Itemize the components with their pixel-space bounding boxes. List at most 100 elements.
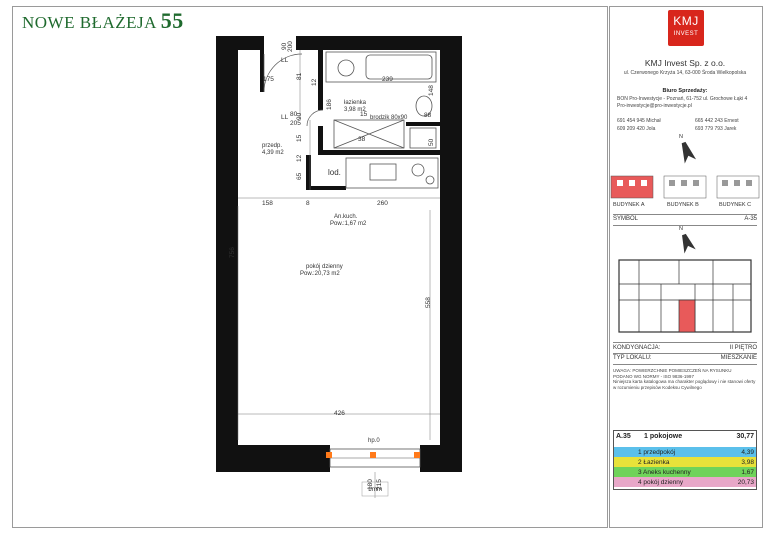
dim-65: 65 [296, 172, 303, 180]
dim-80: 80 [290, 111, 298, 118]
dim-8: 8 [306, 200, 310, 207]
contact-4: 693 779 793 Jarek [695, 126, 737, 132]
dim-158: 158 [262, 200, 273, 207]
note-line-3: Niniejsza karta katalogowa ma charakter … [613, 379, 756, 390]
building-a-label: BUDYNEK A [613, 202, 645, 208]
bath-name: łazienka [344, 100, 367, 106]
bath-fixtures [325, 51, 437, 149]
living-area: Pow.:20,73 m2 [300, 271, 340, 277]
window [326, 448, 421, 498]
ll-1: LL [281, 57, 289, 64]
dimension-lines [237, 50, 440, 440]
plan-frame [12, 6, 608, 528]
areas-unit: A.35 [616, 433, 631, 440]
sales-heading: Biuro Sprzedaży: [662, 88, 708, 94]
note-line-2: PODANO WG NORMY - ISO 9836-1997 [613, 373, 694, 379]
dim-38: 38 [358, 136, 366, 143]
north-arrow-icon-2 [682, 233, 696, 254]
dim-81: 81 [296, 72, 303, 80]
north-label-1: N [679, 134, 683, 140]
hall-area: 4,39 m2 [262, 150, 284, 156]
building-b-thumb [663, 175, 707, 199]
sill-label: hp.0 [368, 438, 380, 444]
walls [216, 36, 462, 472]
building-thumbnails [610, 175, 760, 199]
divider-2 [613, 225, 757, 226]
project-number: 55 [160, 8, 184, 33]
north-label-2: N [679, 226, 683, 232]
unit-type-value: MIESZKANIE [720, 355, 757, 361]
floor-plan: łazienka 3,98 m2 brodzik 80x90 przedp. 4… [216, 36, 462, 498]
tray-label: brodzik 80x90 [370, 115, 408, 121]
ll-2: LL [281, 114, 289, 121]
unit-type-row: TYP LOKALU: MIESZKANIE [613, 355, 757, 361]
logo-top: KMJ [673, 14, 699, 28]
dim-239: 239 [382, 76, 393, 83]
building-a-thumb [610, 175, 654, 199]
floor-row: KONDYGNACJA: II PIĘTRO [613, 345, 757, 351]
company-logo: KMJ INVEST [668, 10, 704, 46]
dim-50: 50 [428, 138, 435, 146]
doors [263, 53, 324, 127]
areas-type: 1 pokojowe [644, 433, 683, 440]
project-name: NOWE BŁAŻEJA [22, 13, 156, 32]
key-plan [618, 259, 752, 333]
hall-name: przedp. [262, 143, 283, 149]
dim-12b: 12 [296, 154, 303, 162]
logo-bottom: INVEST [673, 30, 699, 37]
floor-plan-drawing [216, 36, 462, 498]
divider-1 [613, 214, 757, 215]
unit-highlight [678, 299, 696, 333]
dim-558: 558 [425, 297, 432, 308]
divider-5 [613, 364, 757, 365]
kitchen-area: Pow.:1,67 m2 [330, 221, 367, 227]
dim-260: 260 [377, 200, 388, 207]
dim-12a: 12 [311, 78, 318, 86]
dim-148: 148 [428, 85, 435, 96]
dim-756: 756 [229, 247, 236, 258]
dim-175: 175 [263, 76, 274, 83]
dim-15a: 15 [360, 111, 368, 118]
building-c-label: BUDYNEK C [719, 202, 752, 208]
company-name: KMJ Invest Sp. z o.o. [644, 58, 726, 68]
floor-value: II PIĘTRO [729, 345, 757, 351]
dim-88: 88 [424, 112, 432, 119]
sales-line-2: Pro-inwestycje@pro-inwestycje.pl [617, 103, 692, 109]
dim-426: 426 [334, 410, 345, 417]
info-panel: KMJ INVEST KMJ Invest Sp. z o.o. ul. Cze… [609, 6, 761, 528]
dim-15b: 15 [296, 134, 303, 142]
symbol-row: SYMBOL A-35 [613, 216, 757, 222]
north-arrow-icon [681, 141, 697, 164]
project-title: NOWE BŁAŻEJA 55 [22, 8, 184, 34]
areas-header: A.35 1 pokojowe 30,77 [614, 433, 756, 440]
divider-3 [613, 342, 757, 343]
sales-line-1: BON Pro-Inwestycje - Poznań, 61-752 ul. … [617, 96, 748, 102]
unit-type-label: TYP LOKALU: [613, 355, 652, 361]
dim-top-b: 200 [287, 41, 294, 52]
building-c-thumb [716, 175, 760, 199]
bath-area: 3,98 m2 [344, 107, 366, 113]
symbol-value: A-35 [744, 216, 757, 222]
kitchen-counter [345, 157, 439, 189]
dim-186: 186 [326, 99, 333, 110]
note-block: UWAGA: POWIERZCHNIE POMIESZCZEŃ NA RYSUN… [613, 368, 757, 391]
building-b-label: BUDYNEK B [667, 202, 699, 208]
contact-3: 609 209 420 Jola [617, 126, 656, 132]
scale-label: 1mm [368, 486, 383, 493]
divider-4 [613, 353, 757, 354]
note-line-1: UWAGA: POWIERZCHNIE POMIESZCZEŃ NA RYSUN… [613, 368, 732, 373]
info-frame [609, 6, 763, 528]
floor-label: KONDYGNACJA: [613, 345, 661, 351]
company-address: ul. Czerwonego Krzyża 14, 63-000 Środa W… [623, 70, 747, 76]
dim-205: 205 [290, 120, 301, 127]
areas-total: 30,77 [736, 433, 754, 440]
living-name: pokój dzienny [306, 264, 343, 270]
contact-2: 665 442 243 Ernest [695, 118, 739, 124]
kitchen-name: An.kuch. [334, 214, 358, 220]
symbol-label: SYMBOL [613, 216, 639, 222]
